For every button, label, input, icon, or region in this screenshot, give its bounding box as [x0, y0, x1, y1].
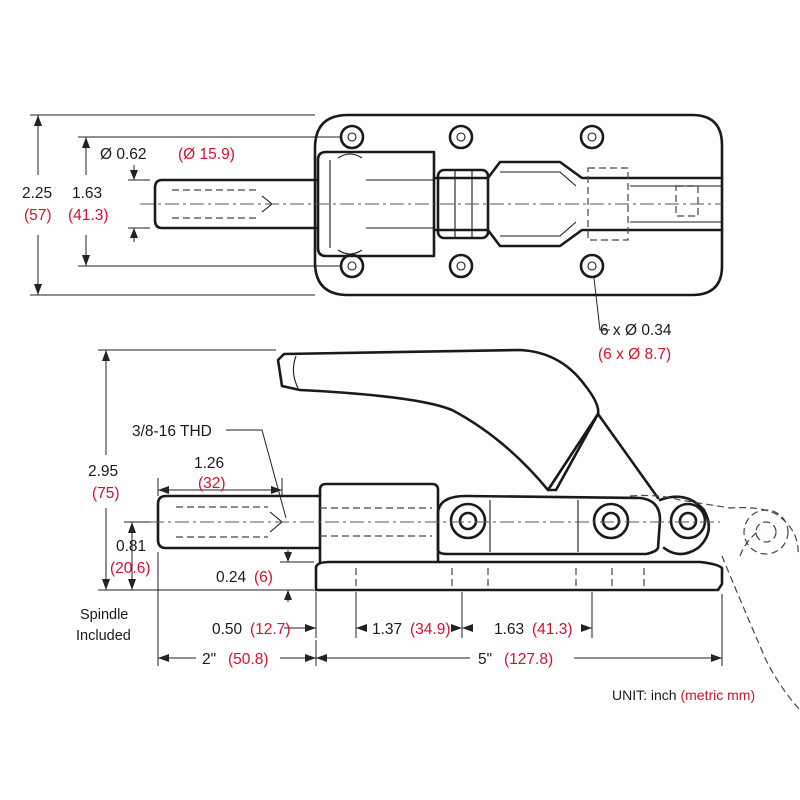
unit-label: UNIT: inch (metric mm) [612, 687, 755, 703]
spindle-diameter-inch: Ø 0.62 [100, 146, 147, 163]
dim-spindle-height [124, 521, 150, 590]
base-length-metric: (127.8) [504, 651, 553, 668]
mount-holes-metric: (6 x Ø 8.7) [598, 346, 671, 363]
dim-offset [284, 592, 317, 638]
mount-holes-inch: 6 x Ø 0.34 [600, 322, 672, 339]
spindle-note-line1: Spindle [80, 607, 128, 623]
dim-overall-lengths [157, 552, 723, 666]
spindle-height-metric: (20.6) [110, 560, 151, 577]
side-view: 2.95 (75) 3/8-16 THD 1.26 (32) 0.81 (20.… [76, 348, 800, 711]
thread-spec: 3/8-16 THD [132, 423, 212, 440]
side-link-arm [546, 412, 660, 500]
overall-width-metric: (57) [24, 207, 52, 224]
overall-height-metric: (75) [92, 485, 120, 502]
base-thickness-metric: (6) [254, 569, 273, 586]
offset-inch: 0.50 [212, 621, 243, 638]
thread-leader [226, 429, 287, 519]
side-handle [276, 348, 600, 492]
side-pivot-2 [592, 502, 630, 540]
side-housing [318, 482, 440, 564]
offset-metric: (12.7) [250, 621, 291, 638]
side-base [314, 560, 724, 592]
spindle-height-inch: 0.81 [116, 538, 146, 555]
overall-height-inch: 2.95 [88, 463, 118, 480]
base-length-inch: 5" [478, 651, 492, 668]
spindle-diameter-metric: (Ø 15.9) [178, 146, 235, 163]
dim-overall-height [98, 349, 314, 591]
overall-width-inch: 2.25 [22, 185, 52, 202]
dim-thread-length [157, 478, 283, 496]
top-spindle [153, 178, 320, 230]
hole-pitch-1-metric: (34.9) [410, 621, 451, 638]
top-housing [316, 150, 436, 258]
spindle-note-line2: Included [76, 628, 131, 644]
hole-spacing-metric: (41.3) [68, 207, 109, 224]
dim-overall-width [30, 114, 315, 296]
hole-pitch-2-inch: 1.63 [494, 621, 524, 638]
hole-pitch-1-inch: 1.37 [372, 621, 402, 638]
hole-spacing-inch: 1.63 [72, 185, 102, 202]
thread-length-inch: 1.26 [194, 455, 224, 472]
top-mount-holes [339, 124, 605, 279]
side-rear-link [658, 495, 711, 556]
unit-label-inch: UNIT: inch [612, 687, 677, 703]
hole-pitch-2-metric: (41.3) [532, 621, 573, 638]
top-base-plate [313, 113, 724, 297]
base-thickness-inch: 0.24 [216, 569, 247, 586]
side-pivot-1 [449, 502, 487, 540]
spindle-extension-inch: 2" [202, 651, 216, 668]
dim-hole-pitch [355, 592, 593, 638]
top-view: 2.25 (57) 1.63 (41.3) Ø 0.62 (Ø 15.9) 6 … [22, 113, 724, 363]
top-linkage [432, 160, 724, 248]
dim-base-thickness [280, 550, 314, 602]
thread-length-metric: (32) [198, 475, 226, 492]
unit-label-metric: (metric mm) [680, 687, 755, 703]
mount-hole-leader [593, 277, 610, 331]
dim-hole-spacing [78, 136, 340, 267]
side-phantom-position [629, 494, 800, 711]
side-linkage-bar [436, 494, 662, 556]
spindle-extension-metric: (50.8) [228, 651, 269, 668]
dim-spindle-diameter [128, 165, 150, 242]
